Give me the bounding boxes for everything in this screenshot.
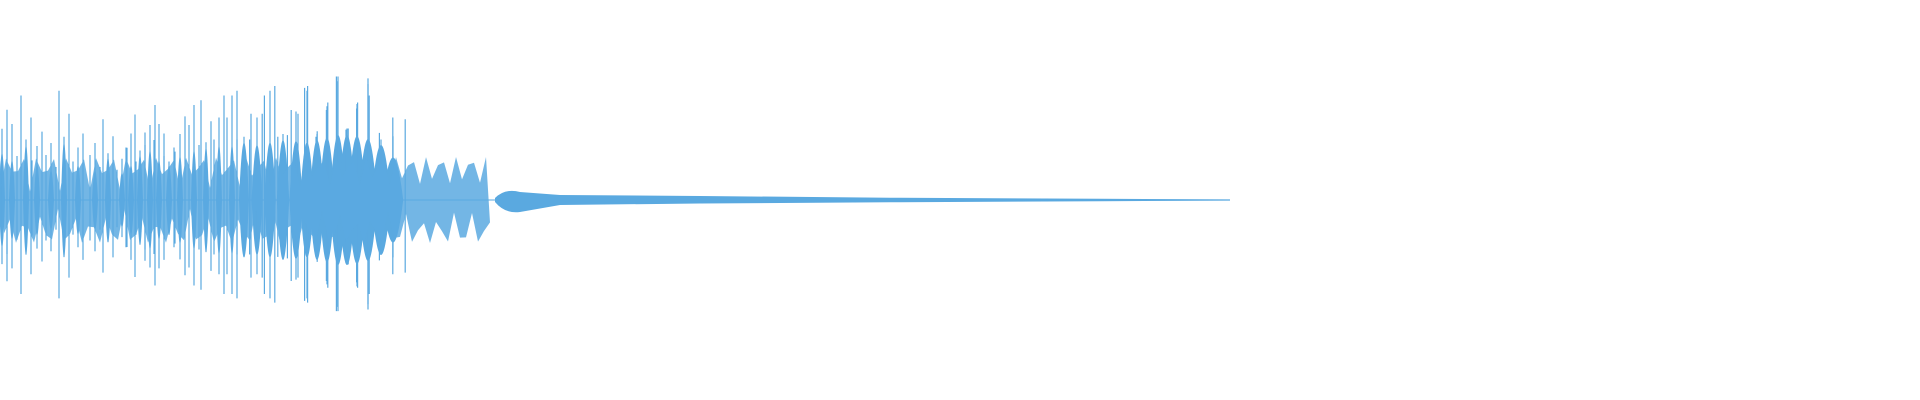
waveform-body (0, 157, 490, 243)
waveform-tail (495, 190, 1230, 213)
waveform-bursts (0, 76, 490, 312)
